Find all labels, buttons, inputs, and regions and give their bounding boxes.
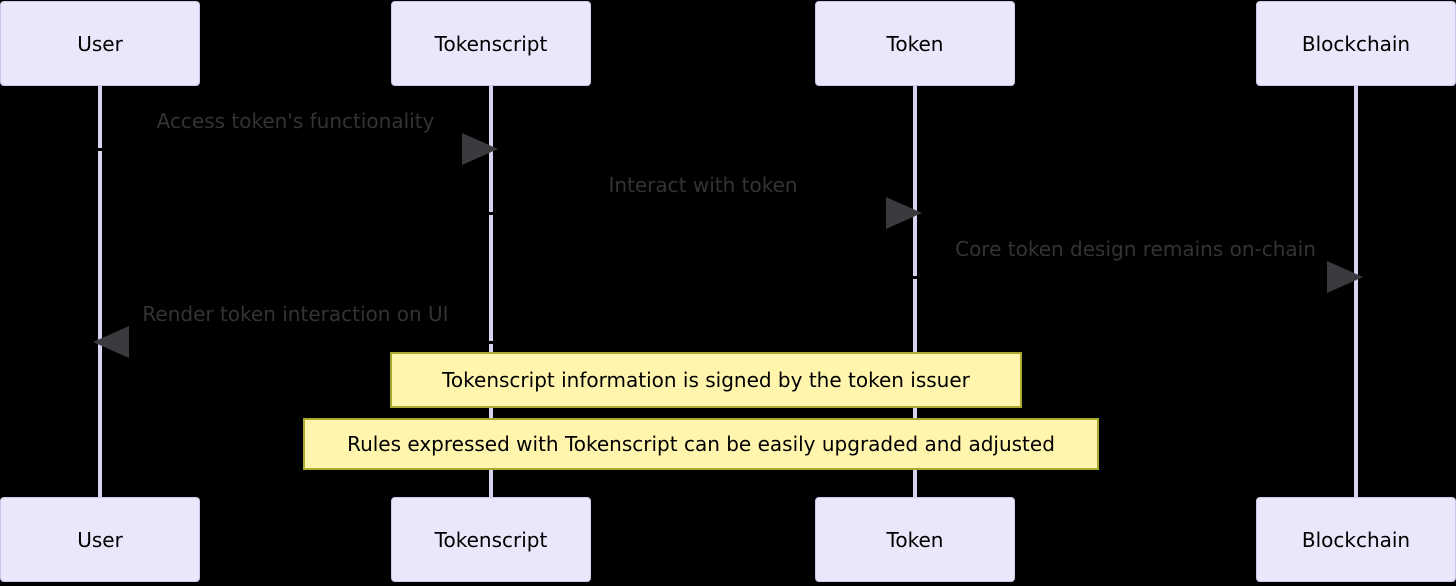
message-label-1: Interact with token: [608, 173, 798, 197]
message-line-3: [98, 341, 493, 344]
message-line-0: [98, 148, 493, 151]
lifeline-user: [98, 86, 102, 497]
message-line-2: [913, 276, 1358, 279]
actor-top-user: User: [0, 1, 200, 86]
message-arrowhead-3: [93, 326, 129, 358]
actor-top-token: Token: [815, 1, 1015, 86]
actor-top-tokenscript: Tokenscript: [391, 1, 591, 86]
lifeline-token: [913, 86, 917, 497]
message-arrowhead-0: [462, 133, 498, 165]
actor-bottom-tokenscript: Tokenscript: [391, 497, 591, 582]
message-label-0: Access token's functionality: [156, 109, 435, 133]
actor-bottom-blockchain: Blockchain: [1256, 497, 1456, 582]
note-1: Rules expressed with Tokenscript can be …: [303, 418, 1099, 470]
message-label-3: Render token interaction on UI: [142, 302, 449, 326]
actor-bottom-user: User: [0, 497, 200, 582]
actor-top-blockchain: Blockchain: [1256, 1, 1456, 86]
message-arrowhead-1: [886, 197, 922, 229]
message-label-2: Core token design remains on-chain: [955, 237, 1316, 261]
lifeline-tokenscript: [489, 86, 493, 497]
message-line-1: [489, 212, 917, 215]
message-arrowhead-2: [1327, 261, 1363, 293]
note-0: Tokenscript information is signed by the…: [390, 352, 1022, 408]
actor-bottom-token: Token: [815, 497, 1015, 582]
